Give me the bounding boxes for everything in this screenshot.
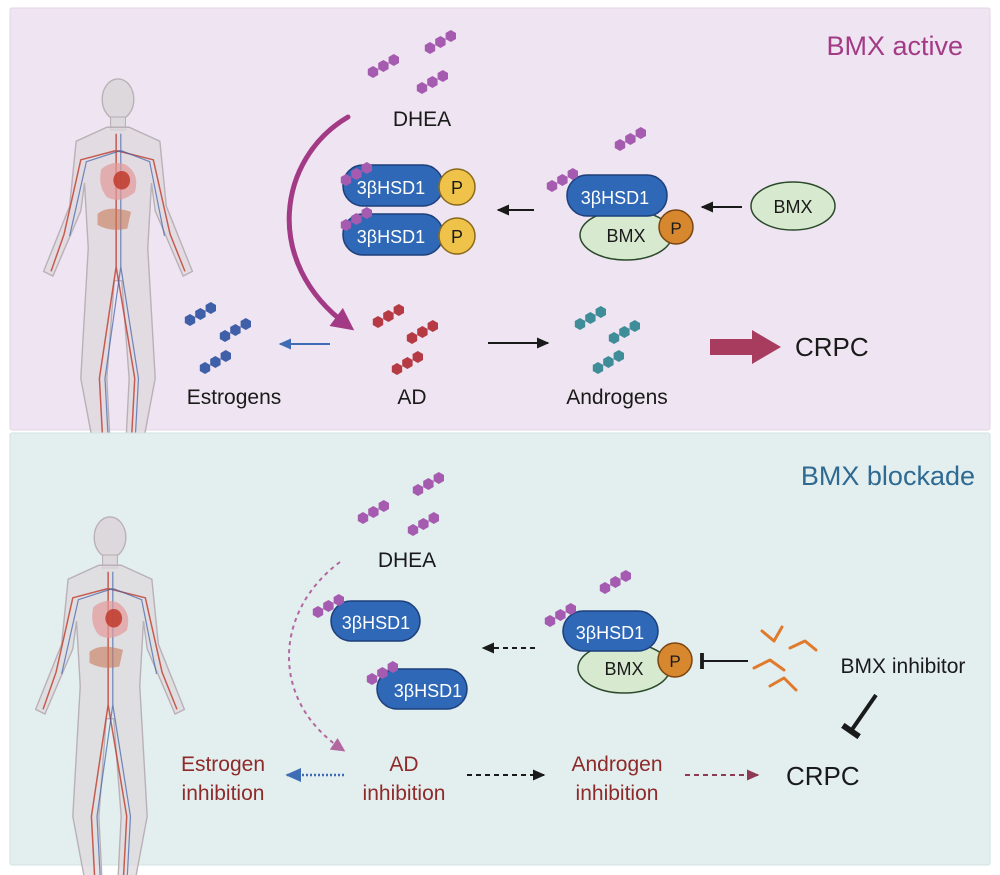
- crpc-label-blockade: CRPC: [786, 761, 860, 791]
- ad-inhibition-line1: AD: [389, 753, 418, 776]
- androgen-inhibition-line1: Androgen: [571, 753, 662, 776]
- enzyme-dimer: 3βHSD1 P 3βHSD1 P: [340, 162, 476, 256]
- bmx-inhibitor-label: BMX inhibitor: [841, 655, 966, 678]
- dhea-label: DHEA: [393, 108, 451, 131]
- active-panel: [9, 7, 991, 431]
- bmx-bound-blockade-label: BMX: [604, 659, 643, 679]
- active-panel-title: BMX active: [826, 31, 963, 61]
- estrogen-inhibition-line2: inhibition: [182, 782, 265, 805]
- phospho-circle-blockade: [657, 642, 693, 678]
- enzyme-3bhsd1-bottom-label: 3βHSD1: [357, 227, 425, 247]
- bmx-bound-label: BMX: [606, 226, 645, 246]
- inhibitor-blocks-crpc-line: [841, 693, 878, 740]
- phospho-circle-bottom: [438, 217, 476, 255]
- blockade-panel: [9, 432, 991, 866]
- phospho-circle-complex: [658, 209, 694, 245]
- enzyme-3bhsd1-complex-blockade: [562, 610, 659, 652]
- estrogens-label: Estrogens: [187, 386, 282, 409]
- phospho-blockade-label: P: [669, 652, 680, 671]
- enzyme-unphosphorylated: 3βHSD1 3βHSD1: [312, 594, 468, 710]
- enzyme-3bhsd1-free-bottom-label: 3βHSD1: [394, 681, 462, 701]
- enzyme-3bhsd1-complex-blockade-label: 3βHSD1: [576, 623, 644, 643]
- dhea-to-ad-arrow: [286, 114, 355, 331]
- bmx-free-label: BMX: [773, 197, 812, 217]
- ad-label: AD: [397, 386, 426, 409]
- enzyme-3bhsd1-free-bottom: [376, 668, 468, 710]
- bmx-inhibitor-icon: [752, 625, 818, 692]
- enzyme-3bhsd1-free-top-label: 3βHSD1: [342, 613, 410, 633]
- phospho-top-label: P: [451, 178, 463, 198]
- phospho-circle-top: [438, 168, 476, 206]
- enzyme-3bhsd1-complex-label: 3βHSD1: [581, 188, 649, 208]
- dhea-label-blockade: DHEA: [378, 549, 436, 572]
- enzyme-bmx-complex: BMX 3βHSD1 P: [546, 127, 694, 261]
- phospho-complex-label: P: [670, 219, 681, 238]
- crpc-big-arrow: [710, 330, 781, 364]
- androgens-label: Androgens: [566, 386, 668, 409]
- estrogen-inhibition-line1: Estrogen: [181, 753, 265, 776]
- phospho-bottom-label: P: [451, 227, 463, 247]
- enzyme-3bhsd1-free-top: [330, 600, 421, 642]
- bmx-free: [750, 181, 836, 231]
- blockade-panel-title: BMX blockade: [801, 461, 975, 491]
- enzyme-bmx-complex-blockade: BMX 3βHSD1 P: [544, 570, 693, 694]
- crpc-label-active: CRPC: [795, 332, 869, 362]
- enzyme-3bhsd1-top-label: 3βHSD1: [357, 178, 425, 198]
- ad-inhibition-line2: inhibition: [363, 782, 446, 805]
- enzyme-3bhsd1-complex: [566, 174, 668, 217]
- androgen-inhibition-line2: inhibition: [576, 782, 659, 805]
